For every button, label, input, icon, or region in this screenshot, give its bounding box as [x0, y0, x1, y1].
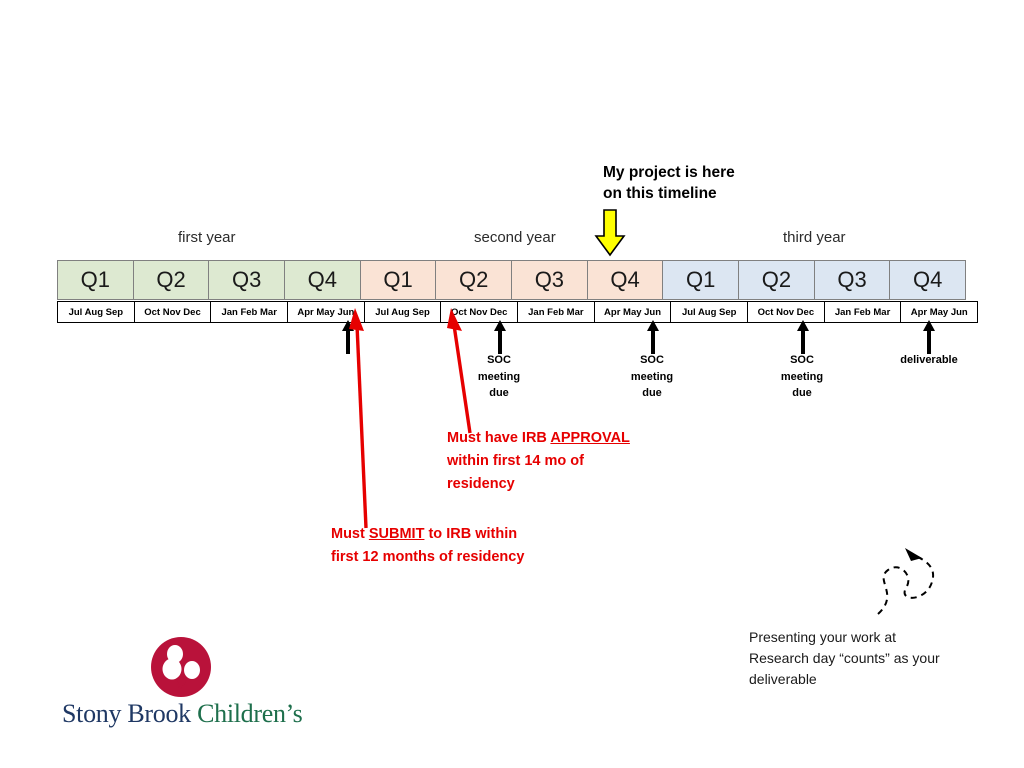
irb-approval-line2: within first 14 mo of [447, 453, 584, 469]
month-cell[interactable]: Jan Feb Mar [825, 302, 902, 322]
quarter-cell[interactable]: Q3 [209, 261, 286, 299]
quarter-cell[interactable]: Q2 [739, 261, 815, 299]
quarter-cell[interactable]: Q2 [436, 261, 513, 299]
irb-submit-line1-prefix: Must [331, 526, 369, 542]
stony-brook-childrens-logo: Stony Brook Children’s [62, 636, 303, 732]
month-cell[interactable]: Apr May Jun [595, 302, 672, 322]
month-cell[interactable]: Jul Aug Sep [365, 302, 442, 322]
quarter-cell[interactable]: Q1 [58, 261, 134, 299]
up-arrow-icon [494, 320, 506, 354]
irb-submit-line1-suffix: to IRB within [424, 526, 518, 542]
year-label-third: third year [783, 229, 846, 246]
month-cell[interactable]: Oct Nov Dec [441, 302, 519, 322]
month-cell[interactable]: Jan Feb Mar [518, 302, 595, 322]
milestone-label-soc-3: SOC meeting due [780, 354, 824, 399]
quarter-cell[interactable]: Q4 [285, 261, 361, 299]
irb-approval-underlined: APPROVAL [550, 430, 630, 446]
milestone-label-deliverable: deliverable [900, 354, 958, 366]
irb-approval-note: Must have IRB APPROVAL within first 14 m… [447, 427, 630, 496]
research-day-deliverable-note: Presenting your work at Research day “co… [749, 629, 940, 687]
quarter-cell[interactable]: Q1 [663, 261, 740, 299]
irb-approval-line3: residency [447, 476, 515, 492]
quarter-cell[interactable]: Q1 [360, 261, 437, 299]
curved-dashed-arrow-icon [877, 548, 935, 615]
month-cell[interactable]: Oct Nov Dec [748, 302, 825, 322]
up-arrow-icon [797, 320, 809, 354]
month-cell[interactable]: Apr May Jun [288, 302, 365, 322]
quarter-cell[interactable]: Q2 [133, 261, 210, 299]
quarter-cell[interactable]: Q3 [512, 261, 588, 299]
irb-submit-note: Must SUBMIT to IRB within first 12 month… [331, 523, 524, 569]
irb-submit-line2: first 12 months of residency [331, 549, 525, 565]
red-pointer-arrow-icon [447, 308, 472, 434]
month-cell[interactable]: Oct Nov Dec [135, 302, 212, 322]
balloons-circle-icon [151, 637, 211, 697]
up-arrow-icon [647, 320, 659, 354]
year-label-second: second year [474, 229, 556, 246]
quarter-cell[interactable]: Q4 [587, 261, 664, 299]
month-cell[interactable]: Jan Feb Mar [211, 302, 289, 322]
up-arrow-icon [923, 320, 935, 354]
timeline-quarter-row: Q1 Q2 Q3 Q4 Q1 Q2 Q3 Q4 Q1 Q2 Q3 Q4 [57, 260, 966, 300]
red-pointer-arrow-icon [349, 308, 368, 529]
project-position-callout: My project is here on this timeline [603, 164, 735, 202]
logo-word-childrens: Children’s [197, 699, 303, 728]
year-label-first: first year [178, 229, 236, 246]
month-cell[interactable]: Jul Aug Sep [671, 302, 749, 322]
milestone-label-soc-2: SOC meeting due [630, 354, 674, 399]
milestone-label-soc-1: SOC meeting due [477, 354, 521, 399]
down-arrow-icon [594, 209, 626, 257]
quarter-cell[interactable]: Q4 [890, 261, 966, 299]
month-cell[interactable]: Apr May Jun [910, 306, 968, 318]
logo-word-stony-brook: Stony Brook [62, 699, 191, 728]
irb-approval-line1-prefix: Must have IRB [447, 430, 551, 446]
quarter-cell[interactable]: Q3 [814, 261, 891, 299]
logo-wordmark: Stony Brook Children’s [62, 699, 303, 729]
month-cell[interactable]: Jul Aug Sep [58, 302, 135, 322]
irb-submit-underlined: SUBMIT [368, 526, 425, 542]
timeline-month-row: Jul Aug Sep Oct Nov Dec Jan Feb Mar Apr … [57, 301, 978, 323]
